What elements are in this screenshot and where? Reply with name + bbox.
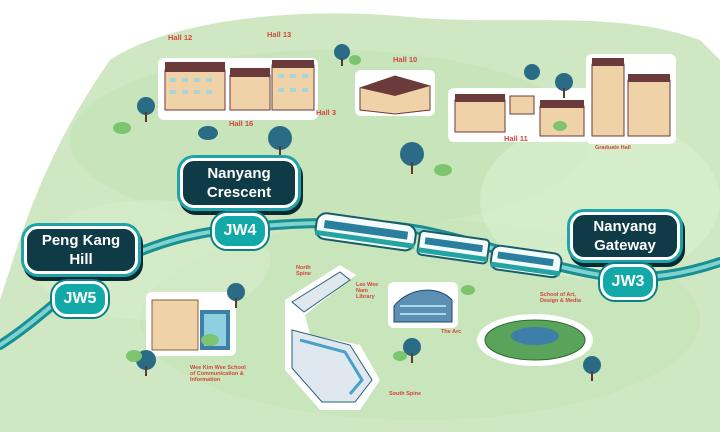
station-name-line1: Nanyang xyxy=(593,218,657,235)
label-hall-12: Hall 12 xyxy=(168,33,193,42)
hall-10-building xyxy=(355,70,435,116)
lrt-train xyxy=(314,212,563,279)
wee-kim-wee-building xyxy=(146,292,236,356)
station-code-jw5[interactable]: JW5 xyxy=(52,281,108,317)
station-peng-kang-hill[interactable]: Peng Kang Hill xyxy=(24,226,138,274)
label-graduate-hall: Graduate Hall xyxy=(595,145,631,151)
hall-12-13-16-building xyxy=(158,58,318,120)
label-the-arc: The Arc xyxy=(441,329,462,335)
label-hall-11: Hall 11 xyxy=(504,134,528,143)
label-lee-wee-nam-library: Lee Wee Nam Library xyxy=(356,282,379,300)
station-code-jw3[interactable]: JW3 xyxy=(600,264,656,300)
label-hall-16: Hall 16 xyxy=(229,119,254,128)
label-hall-13: Hall 13 xyxy=(267,30,292,39)
station-name-line1: Peng Kang xyxy=(41,232,121,249)
label-school-of-art: School of Art, Design & Media xyxy=(540,292,581,304)
trees xyxy=(113,44,601,381)
station-nanyang-gateway[interactable]: Nanyang Gateway xyxy=(570,212,680,260)
art-design-media-building xyxy=(477,314,593,366)
north-south-spine-building xyxy=(285,265,380,410)
station-name-line1: Nanyang xyxy=(207,165,271,182)
station-name-line2: Hill xyxy=(69,251,93,268)
label-hall-10: Hall 10 xyxy=(393,55,418,64)
station-nanyang-crescent[interactable]: Nanyang Crescent xyxy=(180,158,298,208)
label-wee-kim-wee: Wee Kim Wee School of Communication & In… xyxy=(190,365,246,383)
graduate-hall-building xyxy=(586,54,676,144)
station-code-jw4[interactable]: JW4 xyxy=(212,213,268,249)
label-south-spine: South Spine xyxy=(389,391,422,397)
library-building xyxy=(388,282,458,328)
station-name-line2: Gateway xyxy=(594,237,656,254)
label-north-spine: North Spine xyxy=(296,265,311,277)
label-hall-3: Hall 3 xyxy=(316,108,337,117)
station-name-line2: Crescent xyxy=(206,184,272,201)
